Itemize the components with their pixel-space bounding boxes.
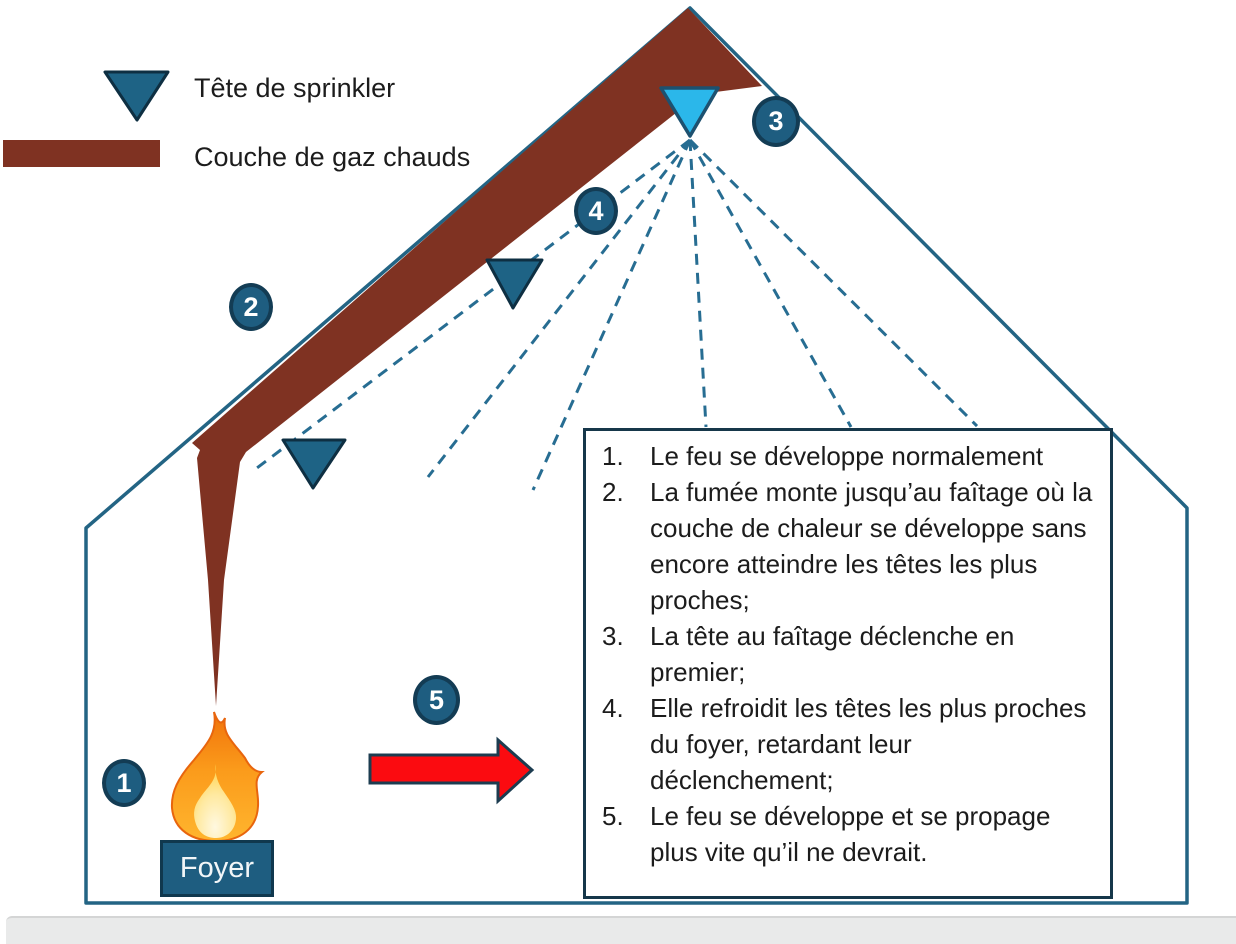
- spray-line: [688, 139, 853, 428]
- marker-1: 1: [102, 759, 146, 807]
- spray-line: [531, 139, 692, 491]
- step-text: Elle refroidit les têtes les plus proche…: [650, 693, 1087, 795]
- step-number: 2.: [602, 477, 624, 507]
- step-item-3: 3. La tête au faîtage déclenche en premi…: [602, 618, 1100, 690]
- spray-line: [688, 138, 979, 428]
- marker-5: 5: [413, 675, 460, 725]
- arrow-right-icon: [368, 736, 535, 805]
- flame-outer: [170, 711, 265, 843]
- spray-lines: [252, 138, 979, 491]
- steps-panel: 1. Le feu se développe normalement 2. La…: [583, 428, 1113, 899]
- step-number: 5.: [602, 801, 624, 831]
- step-item-2: 2. La fumée monte jusqu’au faîtage où la…: [602, 474, 1100, 618]
- sprinkler-head-icon: [485, 258, 544, 310]
- step-text: Le feu se développe et se propage plus v…: [650, 801, 1051, 867]
- legend-label-sprinkler: Tête de sprinkler: [194, 73, 396, 103]
- legend-sprinkler-head-icon: [103, 70, 170, 122]
- spray-line: [426, 139, 692, 478]
- flame-inner: [194, 764, 237, 838]
- legend-label-hot-gas: Couche de gaz chauds: [194, 142, 471, 172]
- hot-gas-layer: [192, 8, 762, 706]
- step-item-5: 5. Le feu se développe et se propage plu…: [602, 798, 1100, 870]
- foyer-label: Foyer: [179, 852, 255, 884]
- window-bottom-strip: [6, 916, 1236, 944]
- legend-hot-gas-swatch: [3, 140, 160, 167]
- step-text: La fumée monte jusqu’au faîtage où la co…: [650, 477, 1093, 615]
- marker-3: 3: [752, 96, 800, 147]
- step-number: 1.: [602, 441, 624, 471]
- spray-line: [252, 138, 691, 473]
- step-item-1: 1. Le feu se développe normalement: [602, 438, 1100, 474]
- step-item-4: 4. Elle refroidit les têtes les plus pro…: [602, 690, 1100, 798]
- sprinkler-head-icon: [281, 438, 347, 490]
- step-number: 3.: [602, 621, 624, 651]
- step-text: Le feu se développe normalement: [650, 441, 1044, 471]
- marker-4: 4: [574, 187, 618, 235]
- step-number: 4.: [602, 693, 624, 723]
- spray-line: [688, 139, 708, 428]
- fire-icon: [170, 711, 265, 843]
- step-text: La tête au faîtage déclenche en premier;: [650, 621, 1015, 687]
- active-sprinkler-head-icon: [659, 86, 720, 138]
- marker-2: 2: [229, 283, 273, 331]
- foyer-label-box: Foyer: [160, 840, 274, 897]
